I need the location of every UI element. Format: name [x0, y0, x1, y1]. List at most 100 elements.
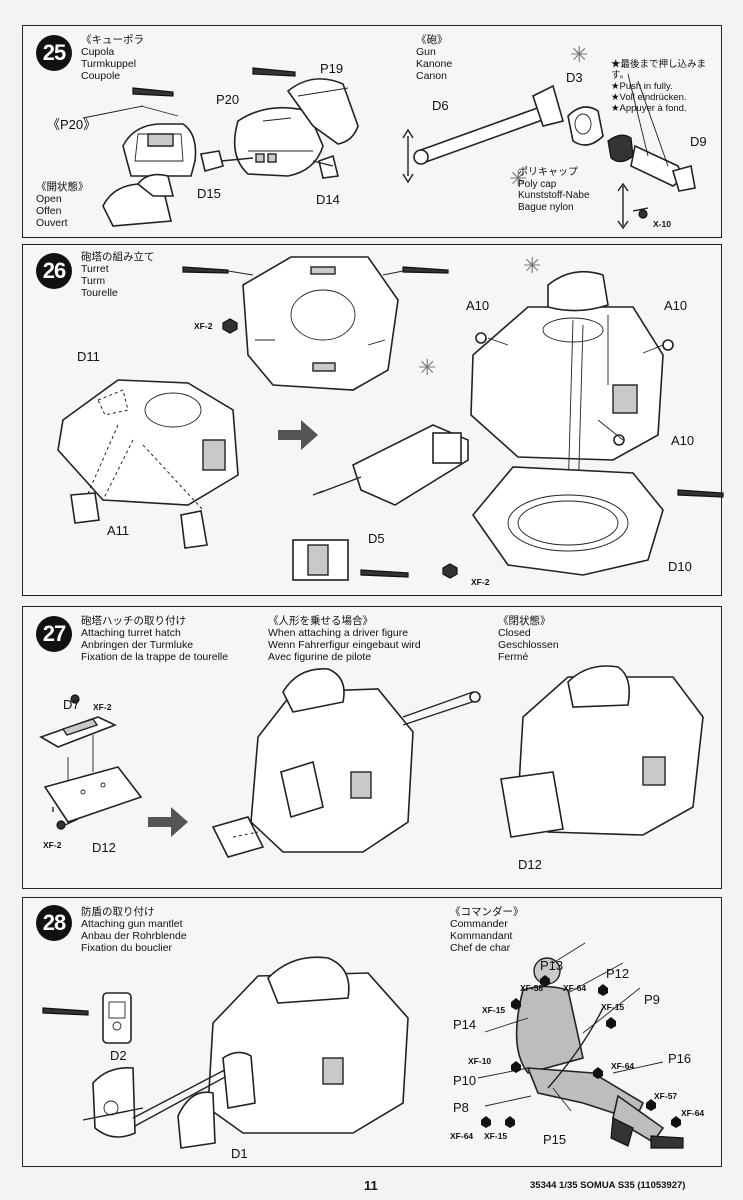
- step-number: 27: [36, 616, 72, 652]
- step-number: 25: [36, 35, 72, 71]
- paint-xf64-c: XF-64: [681, 1108, 705, 1118]
- part-a10-c: A10: [671, 433, 695, 448]
- title-de: Turm: [81, 275, 106, 287]
- part-p9: P9: [644, 992, 660, 1007]
- gun-fr: Canon: [416, 70, 447, 82]
- sub-label-p20: 《P20》: [47, 117, 97, 132]
- part-d2: D2: [110, 1048, 127, 1063]
- polycap-de: Kunststoff-Nabe: [518, 190, 590, 201]
- closed-state-note: 《閉状態》 Closed Geschlossen Fermé: [498, 615, 559, 663]
- polycap-en: Poly cap: [518, 178, 557, 190]
- push-jp: ★最後まで押し込みます。: [611, 59, 707, 81]
- driver-figure-note: 《人形を乗せる場合》 When attaching a driver figur…: [268, 615, 421, 663]
- paint-xf15-b: XF-15: [601, 1002, 625, 1012]
- part-a11: A11: [107, 523, 130, 538]
- paint-xf15-c: XF-15: [484, 1131, 508, 1141]
- polycap-jp: ポリキャップ: [518, 167, 578, 178]
- step-27-drawing: [39, 665, 704, 858]
- mantlet-title: 防盾の取り付け Attaching gun mantlet Anbau der …: [81, 906, 187, 954]
- driver-en: When attaching a driver figure: [268, 627, 409, 639]
- part-xf2-a: XF-2: [194, 321, 213, 331]
- title-fr: Fixation de la trappe de tourelle: [81, 651, 229, 663]
- driver-fr: Avec figurine de pilote: [268, 651, 372, 663]
- part-xf2-a: XF-2: [93, 702, 112, 712]
- title-en: Turret: [81, 263, 109, 275]
- open-en: Open: [36, 193, 62, 205]
- open-jp: 《開状態》: [36, 181, 89, 193]
- commander-fr: Chef de char: [450, 942, 511, 954]
- step-26-drawing: ✳ ✳: [57, 253, 724, 581]
- title-fr: Coupole: [81, 70, 121, 82]
- step-28-panel: 28 防盾の取り付け Attaching gun mantlet Anbau d…: [22, 897, 722, 1167]
- commander-jp: 《コマンダー》: [450, 906, 524, 918]
- part-d5: D5: [368, 531, 385, 546]
- paint-xf57: XF-57: [654, 1091, 678, 1101]
- kit-code: 35344 1/35 SOMUA S35 (11053927): [530, 1180, 686, 1191]
- part-d12-a: D12: [92, 840, 116, 855]
- push-note: ★最後まで押し込みます。 ★Push in fully. ★Voll eindr…: [611, 59, 721, 114]
- polycap-fr: Bague nylon: [518, 201, 574, 213]
- part-p15: P15: [543, 1132, 567, 1147]
- page-number: 11: [364, 1178, 378, 1193]
- driver-de: Wenn Fahrerfigur eingebaut wird: [268, 639, 421, 651]
- paint-xf15-a: XF-15: [482, 1005, 506, 1015]
- part-d6: D6: [432, 98, 449, 113]
- step-27-panel: 27 砲塔ハッチの取り付け Attaching turret hatch Anb…: [22, 606, 722, 889]
- title-jp: 防盾の取り付け: [81, 906, 155, 918]
- step-26-panel: ✳ ✳ 26 砲塔の組み立て Turret Turm Tourelle XF-2…: [22, 244, 724, 596]
- part-p16: P16: [668, 1051, 692, 1066]
- title-jp: 砲塔の組み立て: [81, 251, 155, 263]
- paint-xf64-b: XF-64: [611, 1061, 635, 1071]
- part-p14: P14: [453, 1017, 477, 1032]
- hatch-title: 砲塔ハッチの取り付け Attaching turret hatch Anbrin…: [81, 615, 228, 663]
- push-de: ★Voll eindrücken.: [611, 92, 687, 103]
- step-number: 28: [36, 905, 72, 941]
- closed-de: Geschlossen: [498, 639, 559, 651]
- part-d9: D9: [690, 134, 707, 149]
- paint-xf58: XF-58: [520, 983, 544, 993]
- title-en: Attaching turret hatch: [81, 627, 181, 639]
- part-xf2-b: XF-2: [471, 577, 490, 587]
- part-d12-b: D12: [518, 857, 542, 872]
- part-d15: D15: [197, 186, 221, 201]
- turret-title: 砲塔の組み立て Turret Turm Tourelle: [81, 251, 155, 299]
- closed-en: Closed: [498, 627, 531, 639]
- open-fr: Ouvert: [36, 217, 68, 229]
- part-a10-b: A10: [664, 298, 688, 313]
- gun-de: Kanone: [416, 58, 453, 70]
- commander-de: Kommandant: [450, 930, 513, 942]
- closed-jp: 《閉状態》: [498, 615, 551, 627]
- push-en: ★Push in fully.: [611, 81, 673, 92]
- gun-en: Gun: [416, 46, 436, 58]
- svg-text:✳: ✳: [418, 355, 436, 380]
- title-en: Attaching gun mantlet: [81, 918, 183, 930]
- part-xf2-b: XF-2: [43, 840, 62, 850]
- part-p10: P10: [453, 1073, 477, 1088]
- step-25-drawing: ✳ ✳: [82, 42, 696, 230]
- step-25-panel: ✳ ✳ 25 《キューポラ Cupola Turmkuppel Coupole …: [22, 25, 722, 238]
- part-p8: P8: [453, 1100, 469, 1115]
- step-28-drawing: [42, 942, 684, 1149]
- title-jp: 砲塔ハッチの取り付け: [81, 615, 186, 627]
- paint-xf64-a: XF-64: [563, 983, 587, 993]
- gun-title: 《砲》 Gun Kanone Canon: [416, 34, 452, 82]
- svg-text:✳: ✳: [570, 42, 588, 67]
- open-state-label: 《開状態》 Open Offen Ouvert: [36, 181, 89, 229]
- gun-jp: 《砲》: [416, 34, 448, 46]
- commander-note: 《コマンダー》 Commander Kommandant Chef de cha…: [450, 906, 524, 954]
- paint-xf64-d: XF-64: [450, 1131, 474, 1141]
- part-x10: X-10: [653, 219, 671, 229]
- title-de: Turmkuppel: [81, 58, 137, 70]
- part-d1: D1: [231, 1146, 248, 1161]
- part-p20: P20: [216, 92, 240, 107]
- paint-dots: [481, 975, 681, 1128]
- part-d11: D11: [77, 349, 100, 364]
- open-de: Offen: [36, 205, 62, 217]
- title-de: Anbringen der Turmluke: [81, 639, 194, 651]
- title-jp: 《キューポラ: [81, 34, 144, 46]
- part-d7: D7: [63, 697, 80, 712]
- part-d10: D10: [668, 559, 692, 574]
- part-d3: D3: [566, 70, 583, 85]
- commander-en: Commander: [450, 918, 508, 930]
- svg-text:✳: ✳: [509, 166, 527, 191]
